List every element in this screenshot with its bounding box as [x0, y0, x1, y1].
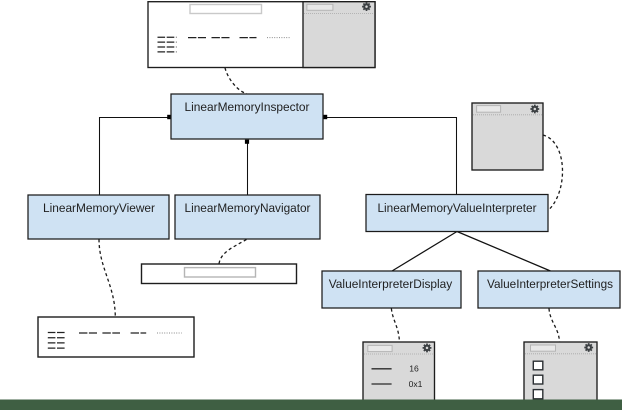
svg-text:LinearMemoryInspector: LinearMemoryInspector — [185, 100, 310, 114]
svg-text:16: 16 — [409, 364, 419, 374]
svg-text:LinearMemoryViewer: LinearMemoryViewer — [43, 201, 155, 215]
svg-text:0x1: 0x1 — [409, 379, 423, 389]
svg-text:LinearMemoryValueInterpreter: LinearMemoryValueInterpreter — [378, 201, 537, 215]
svg-text:LinearMemoryNavigator: LinearMemoryNavigator — [185, 201, 311, 215]
svg-text:ValueInterpreterDisplay: ValueInterpreterDisplay — [329, 277, 453, 291]
svg-text:ValueInterpreterSettings: ValueInterpreterSettings — [487, 277, 613, 291]
